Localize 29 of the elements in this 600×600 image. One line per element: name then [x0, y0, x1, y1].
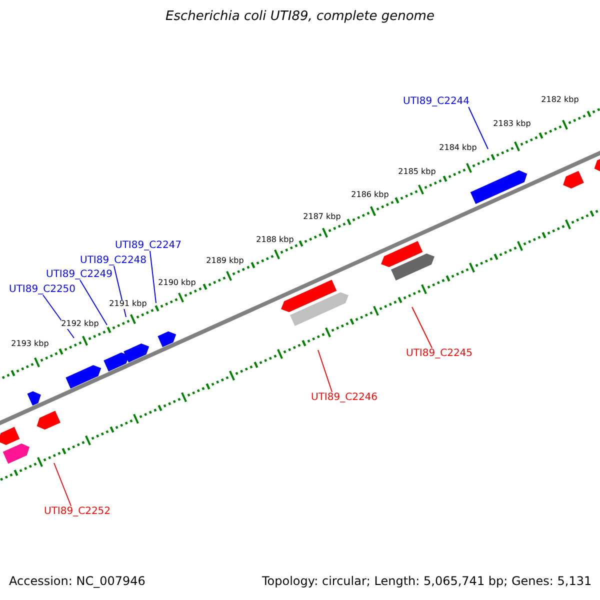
leader-line: [318, 350, 332, 392]
gene-label: UTI89_C2246: [311, 392, 378, 403]
scale-label: 2183 kbp: [493, 120, 531, 129]
gene-label: UTI89_C2250: [9, 284, 76, 295]
leader-line: [412, 306, 432, 348]
scale-label: 2185 kbp: [398, 168, 436, 177]
gene-label: UTI89_C2249: [46, 269, 113, 280]
gene-label: UTI89_C2247: [115, 240, 182, 251]
leader-line: [54, 462, 72, 506]
scale-label: 2187 kbp: [303, 213, 341, 222]
genome-summary: Topology: circular; Length: 5,065,741 bp; Genes: 5,131: [262, 575, 592, 588]
map-title: Escherichia coli UTI89, complete genome: [166, 10, 434, 24]
scale-label: 2188 kbp: [256, 236, 294, 245]
leader-line: [468, 106, 488, 150]
scale-label: 2182 kbp: [541, 96, 579, 105]
accession-note: Accession: NC_007946: [9, 575, 146, 588]
scale-label: 2190 kbp: [158, 279, 196, 288]
scale-label: 2189 kbp: [206, 257, 244, 266]
scale-label: 2192 kbp: [61, 320, 99, 329]
leader-line: [150, 250, 156, 304]
gene-label: UTI89_C2248: [80, 255, 147, 266]
gene-label: UTI89_C2252: [44, 506, 111, 517]
leader-line: [80, 280, 108, 326]
scale-label: 2191 kbp: [109, 300, 147, 309]
gene-label: UTI89_C2244: [403, 96, 470, 107]
gene-label: UTI89_C2245: [406, 348, 473, 359]
scale-label: 2186 kbp: [351, 191, 389, 200]
scale-label: 2193 kbp: [11, 340, 49, 349]
scale-label: 2184 kbp: [439, 144, 477, 153]
